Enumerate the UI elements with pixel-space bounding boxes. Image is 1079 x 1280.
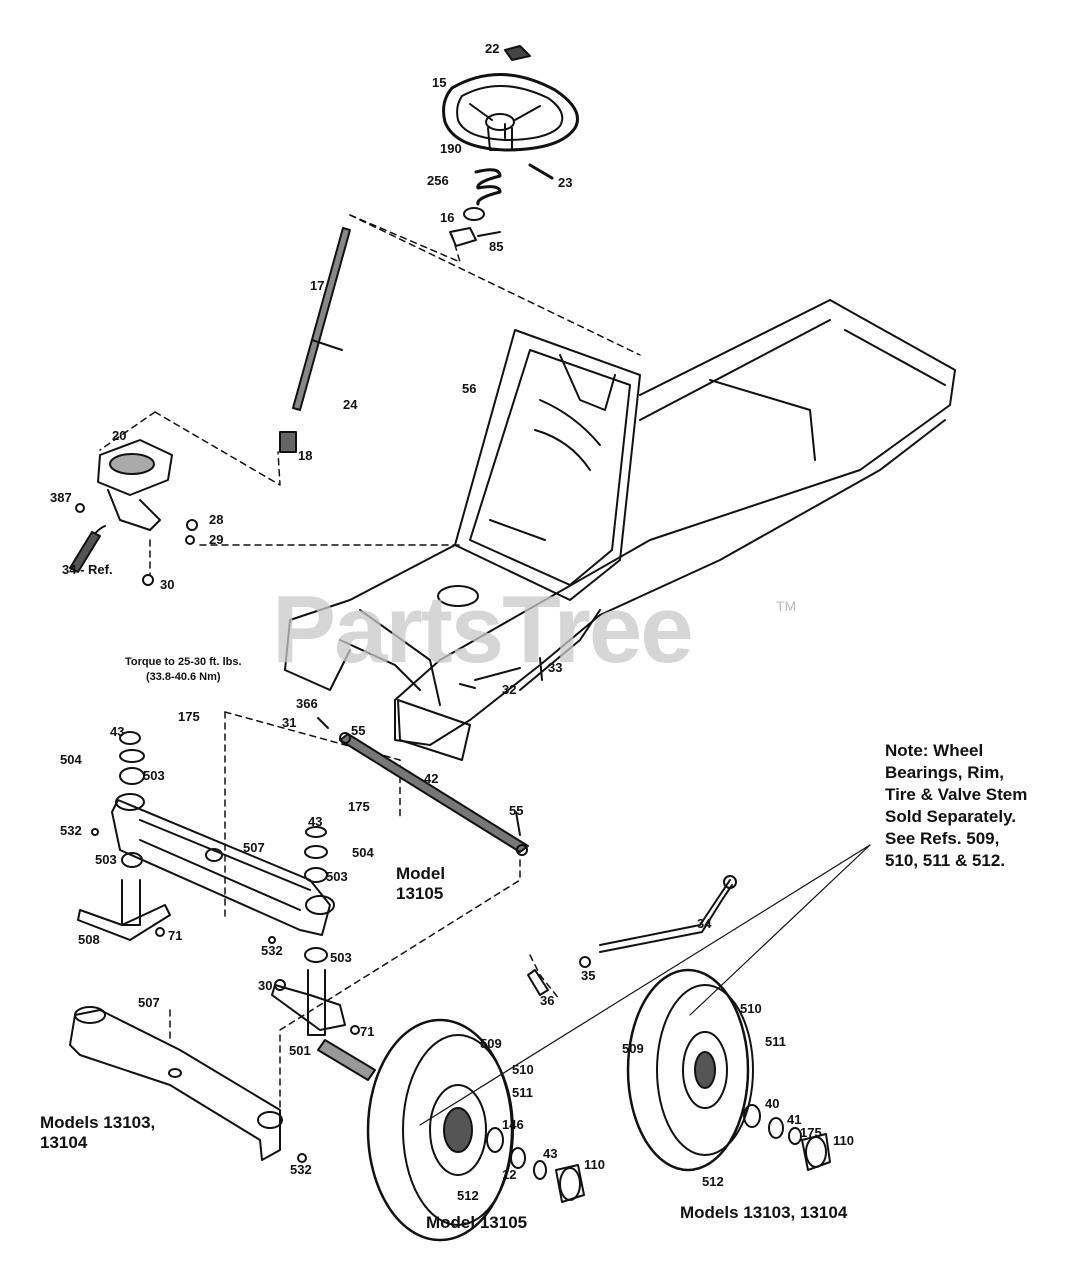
- models-13103-13104-axle-label: Models 13103, 13104: [40, 1113, 156, 1153]
- callout-43-wheel: 43: [543, 1146, 558, 1161]
- callout-504-right: 504: [352, 845, 374, 860]
- wheel-13103-drawing: [626, 968, 831, 1172]
- callout-32: 32: [502, 682, 517, 697]
- callout-71-left: 71: [168, 928, 183, 943]
- callout-532-left: 532: [60, 823, 82, 838]
- callout-190: 190: [440, 141, 462, 156]
- callout-55-lower: 55: [509, 803, 524, 818]
- callout-503-right-bottom: 503: [330, 950, 352, 965]
- callout-28: 28: [209, 512, 224, 527]
- callout-34: 34: [697, 916, 712, 931]
- callout-30-lower: 30: [258, 978, 273, 993]
- tie-rod-drawing: [527, 875, 737, 996]
- callout-43-right: 43: [308, 814, 323, 829]
- callout-512-left-wheel: 512: [457, 1188, 479, 1203]
- wheel-bearings-note: Note: Wheel Bearings, Rim, Tire & Valve …: [885, 741, 1028, 871]
- model-13105-axle-label: Model 13105: [396, 864, 446, 904]
- callout-20: 20: [112, 428, 127, 443]
- callout-511-right-wheel: 511: [765, 1034, 786, 1049]
- steering-shaft-drawing: [279, 227, 351, 453]
- callout-16: 16: [440, 210, 455, 225]
- callout-503-left-top: 503: [143, 768, 165, 783]
- callout-501: 501: [289, 1043, 311, 1058]
- callout-175-right: 175: [348, 799, 370, 814]
- torque-note: Torque to 25-30 ft. lbs. (33.8-40.6 Nm): [125, 656, 242, 683]
- callout-110-left-wheel: 110: [584, 1157, 605, 1172]
- callout-17: 17: [310, 278, 325, 293]
- callout-29: 29: [209, 532, 224, 547]
- callout-35: 35: [581, 968, 596, 983]
- steering-gear-drawing: [69, 439, 198, 586]
- callout-42: 42: [424, 771, 439, 786]
- front-axle-13105-drawing: [77, 731, 376, 1081]
- callout-55-upper: 55: [351, 723, 366, 738]
- spring-and-washer-drawing: [449, 168, 502, 247]
- steering-wheel-drawing: [442, 45, 579, 180]
- callout-56: 56: [462, 381, 477, 396]
- callout-503-left-mid: 503: [95, 852, 117, 867]
- callout-509-right-wheel: 509: [622, 1041, 644, 1056]
- callout-175-left: 175: [178, 709, 200, 724]
- callout-40: 40: [765, 1096, 780, 1111]
- callout-503-right-top: 503: [326, 869, 348, 884]
- callout-41: 41: [787, 1112, 802, 1127]
- callout-509-left-wheel: 509: [480, 1036, 502, 1051]
- models-13103-13104-wheel-label: Models 13103, 13104: [680, 1203, 848, 1222]
- callout-175-wheel: 175: [800, 1125, 822, 1140]
- callout-24: 24: [343, 397, 358, 412]
- callout-256: 256: [427, 173, 449, 188]
- callout-43-left: 43: [110, 724, 125, 739]
- callout-387: 387: [50, 490, 72, 505]
- callout-532-lower: 532: [290, 1162, 312, 1177]
- callout-110-right-wheel: 110: [833, 1133, 854, 1148]
- callout-12: 12: [502, 1167, 517, 1182]
- callout-15: 15: [432, 75, 447, 90]
- callout-366: 366: [296, 696, 318, 711]
- front-axle-13103-drawing: [69, 1006, 307, 1163]
- callout-146: 146: [502, 1117, 524, 1132]
- callout-36: 36: [540, 993, 555, 1008]
- callout-510-right-wheel: 510: [740, 1001, 762, 1016]
- tractor-frame-drawing: [284, 299, 956, 761]
- callout-33: 33: [548, 660, 563, 675]
- watermark-trademark: TM: [776, 598, 797, 614]
- callout-22: 22: [485, 41, 500, 56]
- callout-71-right: 71: [360, 1024, 375, 1039]
- drag-link-drawing: [317, 717, 529, 856]
- callout-511-left-wheel: 511: [512, 1085, 533, 1100]
- watermark: PartsTree: [272, 576, 694, 683]
- callout-85: 85: [489, 239, 504, 254]
- callout-34-ref: 34 - Ref.: [62, 562, 113, 577]
- callout-512-right-wheel: 512: [702, 1174, 724, 1189]
- callout-510-left-wheel: 510: [512, 1062, 534, 1077]
- callout-23: 23: [558, 175, 573, 190]
- model-13105-wheel-label: Model 13105: [426, 1213, 528, 1232]
- callout-31: 31: [282, 715, 297, 730]
- wheel-13105-drawing: [366, 1018, 585, 1242]
- callout-30-upper: 30: [160, 577, 175, 592]
- callout-507-upper: 507: [243, 840, 265, 855]
- callout-18: 18: [298, 448, 313, 463]
- callout-508: 508: [78, 932, 100, 947]
- callout-532-mid: 532: [261, 943, 283, 958]
- callout-504-left: 504: [60, 752, 82, 767]
- callout-507-lower: 507: [138, 995, 160, 1010]
